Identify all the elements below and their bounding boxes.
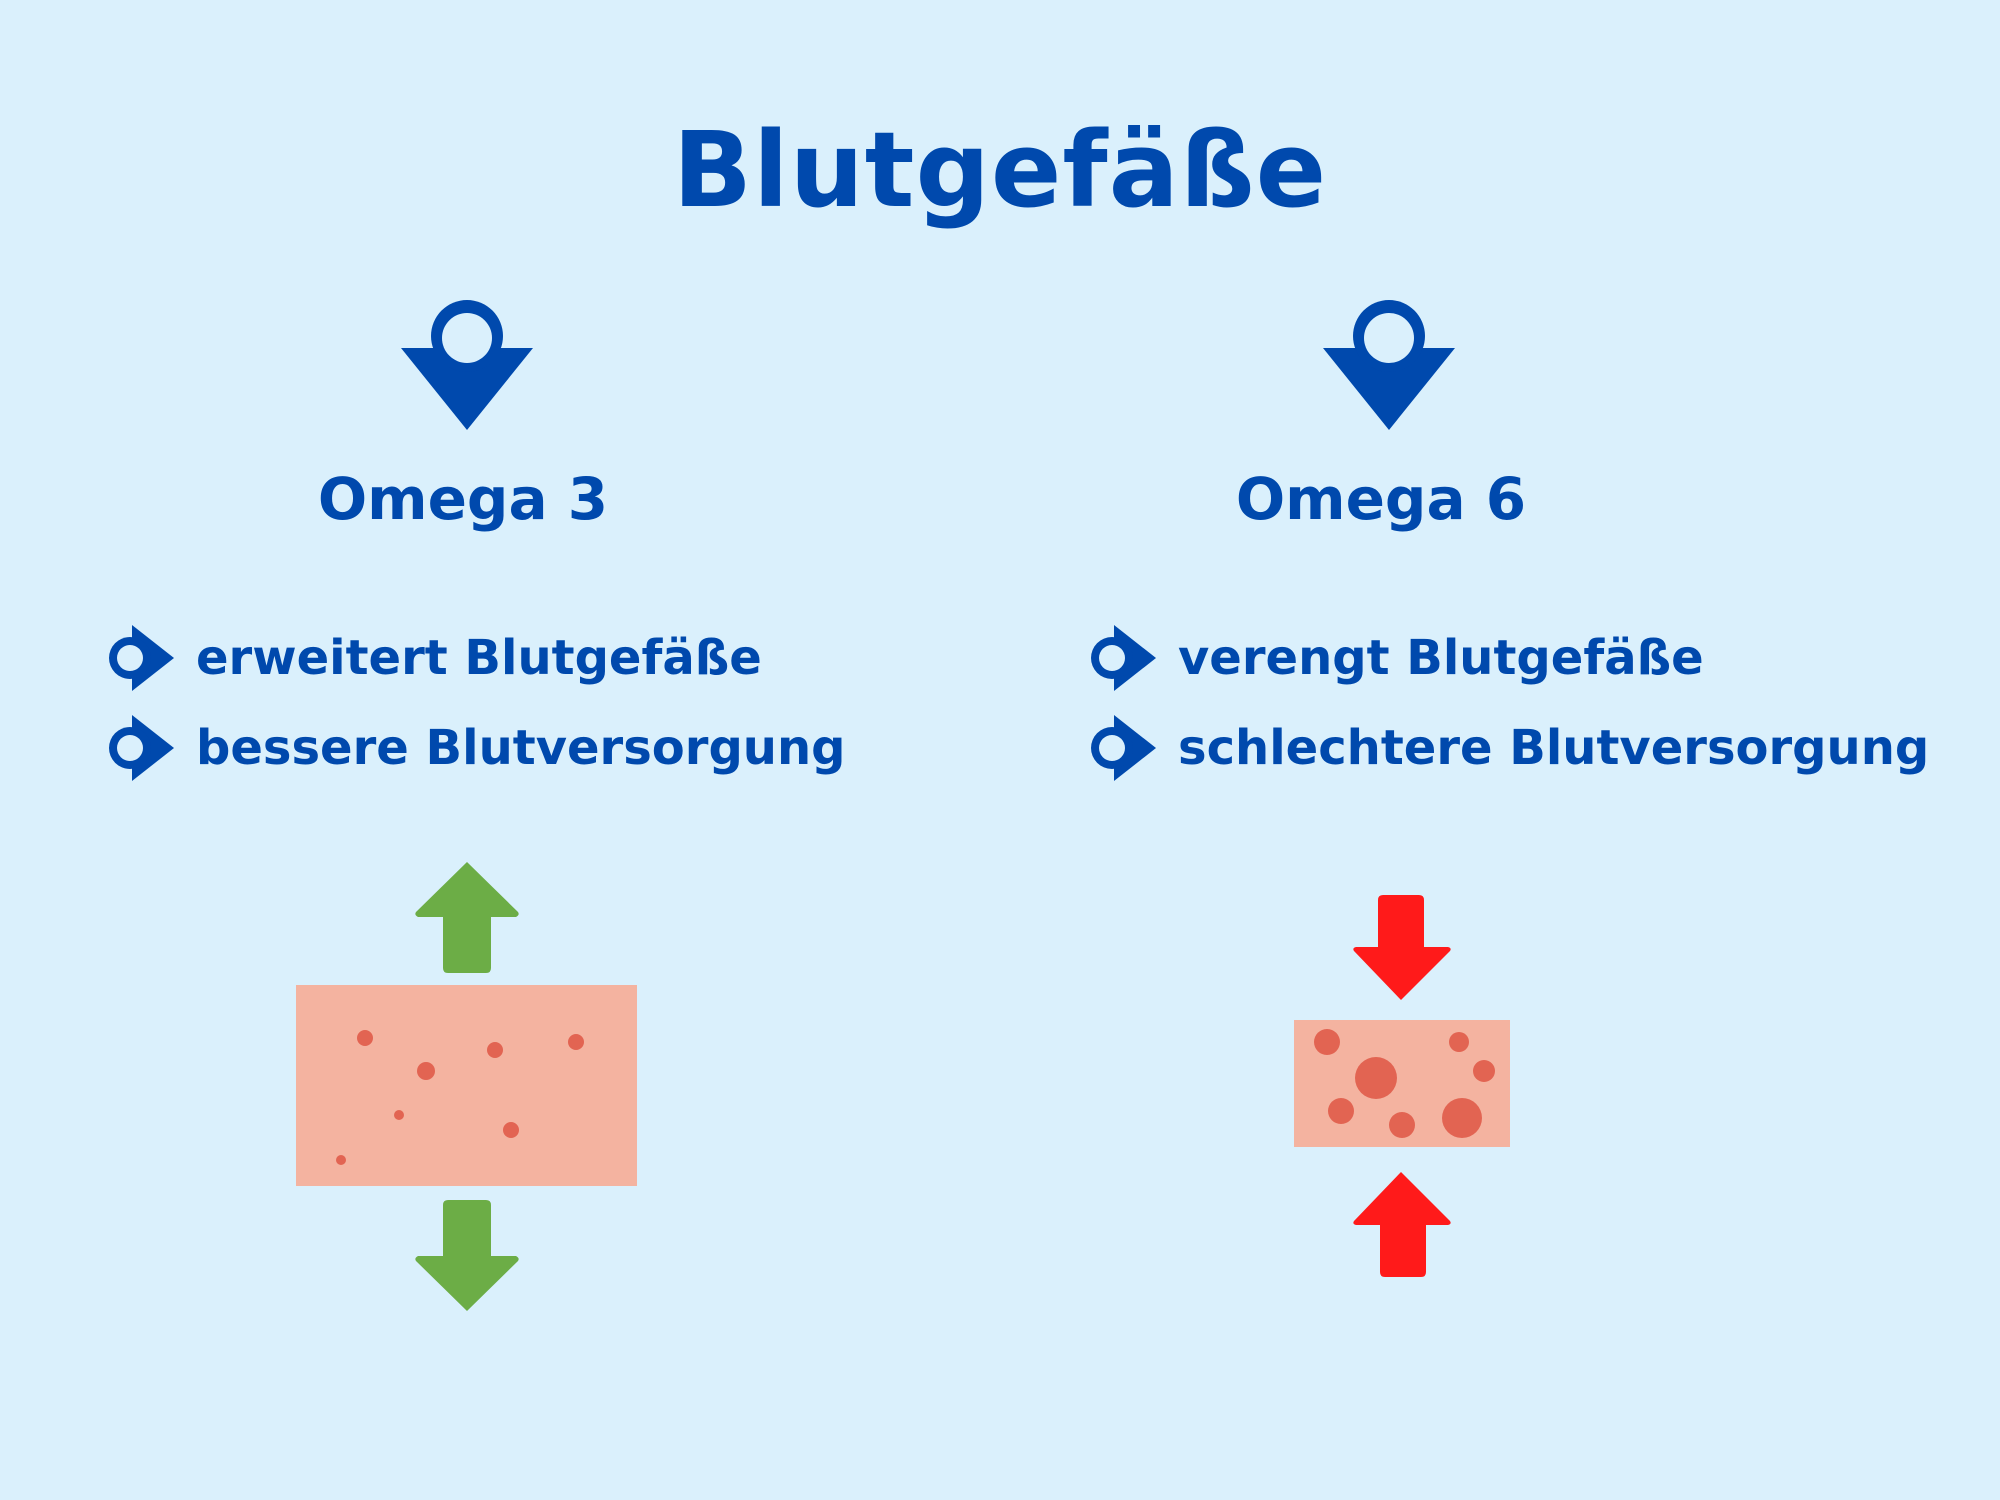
pin-down-icon bbox=[1323, 300, 1455, 430]
omega6-bullet-list: verengt Blutgefäße schlechtere Blutverso… bbox=[1090, 623, 1929, 783]
arrow-up-icon bbox=[1353, 1172, 1451, 1277]
arrow-up-icon bbox=[415, 862, 519, 973]
bullet-text: verengt Blutgefäße bbox=[1178, 630, 1704, 686]
blood-cell bbox=[336, 1155, 346, 1165]
list-item: erweitert Blutgefäße bbox=[108, 623, 846, 693]
pin-down-icon bbox=[401, 300, 533, 430]
pin-right-icon bbox=[1091, 715, 1156, 781]
list-item: schlechtere Blutversorgung bbox=[1090, 713, 1929, 783]
blood-cell bbox=[1328, 1098, 1354, 1124]
pin-right-icon bbox=[109, 625, 174, 691]
blood-cell bbox=[1473, 1060, 1495, 1082]
page-title: Blutgefäße bbox=[672, 109, 1328, 231]
omega3-heading: Omega 3 bbox=[317, 465, 609, 533]
blood-cell bbox=[568, 1034, 584, 1050]
blood-cell bbox=[394, 1110, 404, 1120]
dilated-vessel bbox=[296, 985, 637, 1186]
blood-cell bbox=[1314, 1029, 1340, 1055]
pin-right-icon bbox=[1091, 625, 1156, 691]
bullet-text: erweitert Blutgefäße bbox=[196, 630, 762, 686]
blood-cell bbox=[417, 1062, 435, 1080]
arrow-down-icon bbox=[415, 1200, 519, 1311]
blood-cell bbox=[487, 1042, 503, 1058]
blood-cell bbox=[1355, 1057, 1397, 1099]
constricted-vessel bbox=[1294, 1020, 1510, 1147]
bullet-text: schlechtere Blutversorgung bbox=[1178, 720, 1930, 776]
omega6-heading: Omega 6 bbox=[1235, 465, 1527, 533]
bullet-text: bessere Blutversorgung bbox=[196, 720, 846, 776]
blood-cell bbox=[1442, 1098, 1482, 1138]
arrow-down-icon bbox=[1353, 895, 1451, 1000]
list-item: bessere Blutversorgung bbox=[108, 713, 846, 783]
blood-cell bbox=[1389, 1112, 1415, 1138]
pin-right-icon bbox=[109, 715, 174, 781]
list-item: verengt Blutgefäße bbox=[1090, 623, 1929, 693]
omega3-bullet-list: erweitert Blutgefäße bessere Blutversorg… bbox=[108, 623, 846, 783]
blood-cell bbox=[357, 1030, 373, 1046]
omega6-column: Omega 6 verengt Blutgefäße schlechtere B… bbox=[1000, 0, 2000, 1500]
blood-cell bbox=[1449, 1032, 1469, 1052]
blood-cell bbox=[503, 1122, 519, 1138]
omega3-column: Omega 3 erweitert Blutgefäße bessere Blu… bbox=[108, 300, 846, 1311]
